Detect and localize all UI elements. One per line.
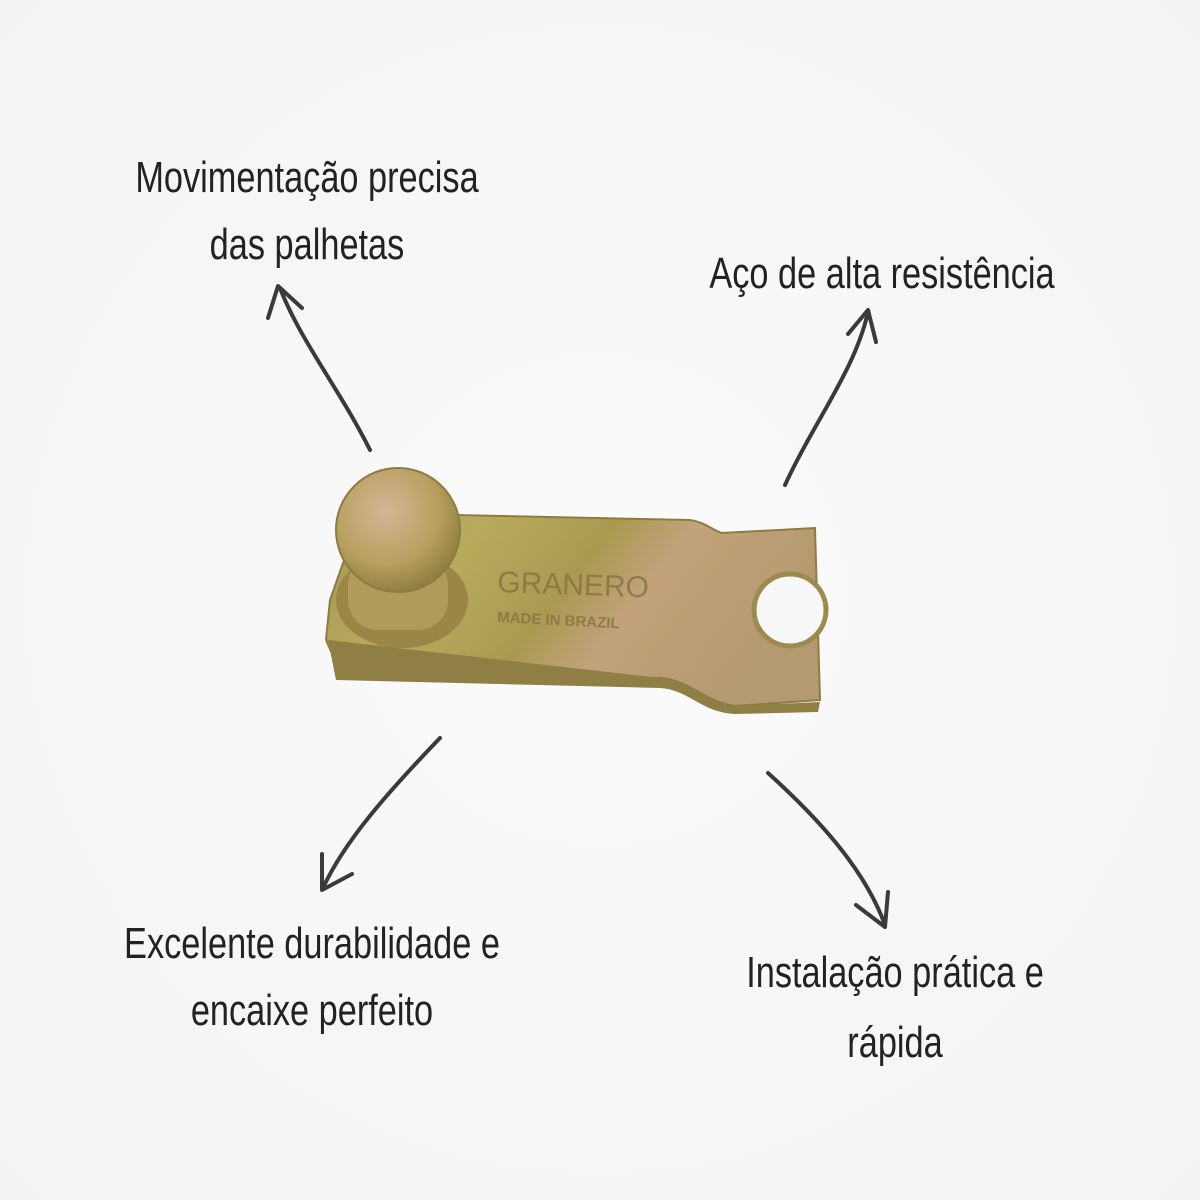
callout-line: Aço de alta resistência	[709, 249, 1055, 298]
callout-line: Movimentação precisa	[135, 153, 479, 202]
callout-bottom-right: Instalação prática e rápida	[700, 938, 1090, 1078]
arrow-top-right	[783, 308, 878, 487]
callout-line: encaixe perfeito	[190, 986, 434, 1035]
callout-line: rápida	[847, 1018, 943, 1067]
callout-bottom-left: Excelente durabilidade e encaixe perfeit…	[117, 910, 507, 1044]
arrow-top-left	[266, 284, 372, 452]
callout-top-left: Movimentação precisa das palhetas	[112, 144, 502, 278]
callout-line: Excelente durabilidade e	[124, 919, 500, 968]
mounting-hole	[751, 571, 829, 649]
callout-line: Instalação prática e	[746, 948, 1044, 997]
engraving-origin: MADE IN BRAZIL	[497, 609, 620, 632]
engraving-brand: GRANERO	[497, 566, 650, 604]
arrow-bottom-right	[766, 771, 890, 929]
callout-line: das palhetas	[209, 220, 405, 269]
knob-pin	[335, 467, 468, 648]
bracket-plate: GRANERO MADE IN BRAZIL	[324, 514, 829, 714]
arrow-bottom-left	[320, 736, 442, 892]
callout-top-right: Aço de alta resistência	[687, 240, 1077, 307]
